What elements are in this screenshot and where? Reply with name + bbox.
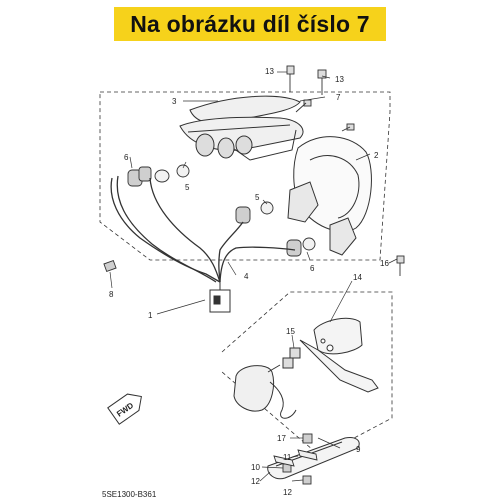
- title-banner: Na obrázku díl číslo 7: [114, 7, 386, 41]
- sockets: [127, 166, 302, 257]
- grommet: [103, 259, 117, 273]
- callout-6b: 6: [310, 264, 315, 273]
- callout-12a: 10: [251, 463, 260, 472]
- diagram-code: 5SE1300-B361: [102, 490, 157, 499]
- upper-assembly-outline: [99, 91, 391, 261]
- callout-17: 17: [277, 434, 286, 443]
- harness-connector: [209, 282, 231, 313]
- wire-harness: [110, 175, 296, 283]
- callout-5a: 5: [185, 183, 190, 192]
- license-lamp: [233, 365, 275, 412]
- license-bracket: [299, 317, 379, 393]
- callout-16: 16: [380, 259, 389, 268]
- callout-7: 7: [336, 93, 341, 102]
- callout-2: 2: [374, 151, 379, 160]
- callout-6a: 6: [124, 153, 129, 162]
- callout-1: 1: [148, 311, 153, 320]
- fwd-arrow-icon: FWD: [107, 393, 142, 425]
- callout-8: 8: [109, 290, 114, 299]
- callout-4: 4: [244, 272, 249, 281]
- lamp-socket: [195, 133, 215, 157]
- callout-14: 14: [353, 273, 362, 282]
- callout-5b: 5: [255, 193, 260, 202]
- callout-3: 3: [172, 97, 177, 106]
- callout-15: 15: [286, 327, 295, 336]
- callout-9: 13: [265, 67, 274, 76]
- banner-text: Na obrázku díl číslo 7: [130, 10, 370, 37]
- callout-13a: 12: [251, 477, 260, 486]
- callout-13b: 12: [283, 488, 292, 497]
- callout-11: 9: [356, 445, 361, 454]
- callout-10: 13: [335, 75, 344, 84]
- callout-12b: 11: [283, 453, 292, 462]
- bulbs: [154, 164, 316, 251]
